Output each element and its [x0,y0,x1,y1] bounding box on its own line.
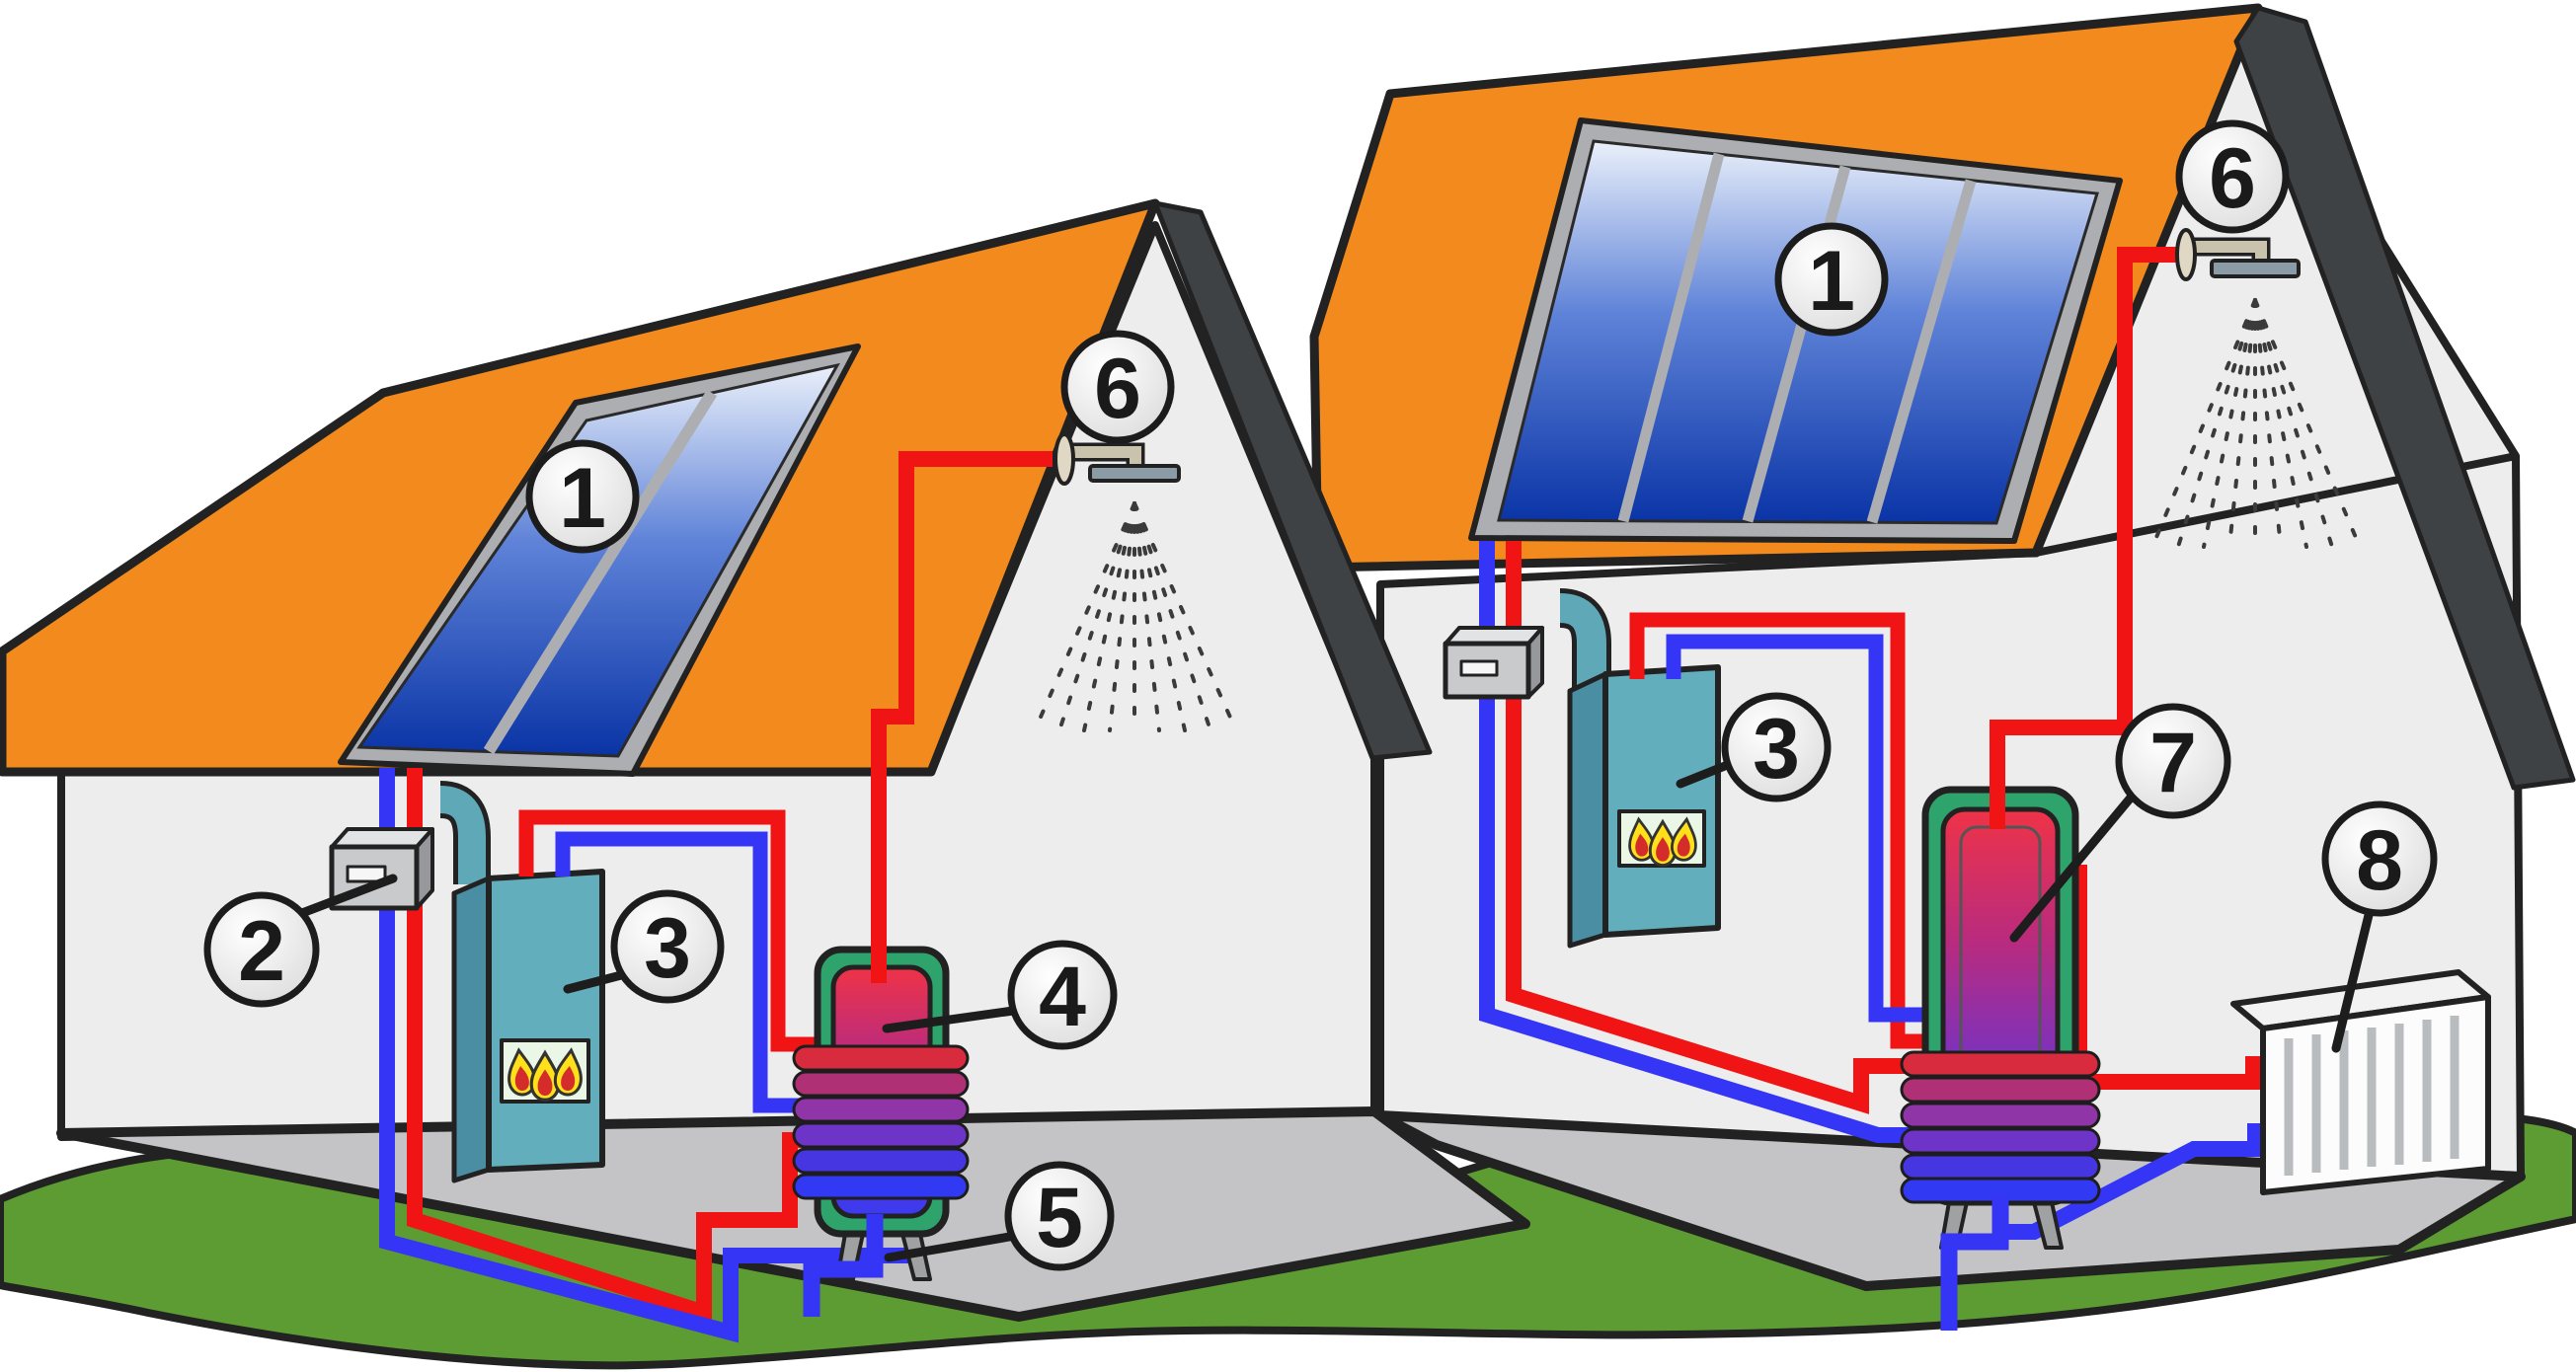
radiator-return-pipe [2006,1123,2263,1240]
callout-label: 6 [1094,342,1141,436]
callout-label: 4 [1039,950,1086,1044]
controller-display [1459,659,1499,677]
callout-label: 6 [2209,131,2256,226]
shower-pipe-connector [2175,228,2197,281]
tank-heat-coil [1900,1050,2101,1204]
right-solar-collector [1468,117,2123,544]
callout-label: 3 [644,901,691,996]
left-boiler-side [451,876,492,1183]
callout-left-boiler: 3 [563,889,725,1004]
right-combi-tank [1900,786,2101,1250]
callout-label: 3 [1753,702,1800,797]
callout-right-combi-tank: 7 [2009,703,2231,943]
right-house: 1 3 6 7 8 [1309,3,2576,1331]
right-panel-mullion [1617,152,1725,523]
callout-right-boiler: 3 [1676,692,1832,802]
left-boiler-hot-pipe [518,809,823,1052]
callout-left-pump-controller: 2 [203,874,398,1008]
callout-left-solar-collector: 1 [525,439,640,554]
left-house: 1 2 3 4 5 6 [0,198,1530,1343]
callout-label: 1 [1808,234,1855,329]
left-boiler-front [486,869,605,1173]
right-boiler-front [1602,664,1721,938]
callout-label: 8 [2356,813,2403,908]
right-cold-water-inlet-pipe [1940,1194,2009,1331]
callout-right-shower: 6 [2175,119,2290,234]
left-solar-hot-pipe [407,768,823,1324]
shower-head [2210,259,2301,278]
right-shower [2150,228,2362,549]
left-cold-water-inlet-pipe [803,1214,884,1317]
left-roof-edge-band [1152,200,1433,761]
right-roof-edge-band [2233,5,2576,791]
callout-label: 7 [2149,716,2197,810]
callout-left-hot-water-tank: 4 [882,940,1118,1050]
right-solar-cold-pipe [1479,541,1921,1143]
left-shower [1033,432,1238,732]
right-boiler-hot-pipe [1629,612,1923,1049]
left-panel-glass [356,362,840,758]
callout-right-solar-collector: 1 [1774,222,1889,337]
callout-label: 5 [1036,1171,1083,1265]
left-solar-collector [338,343,861,777]
right-pump-controller [1443,626,1544,700]
callout-left-shower: 6 [1060,330,1175,444]
left-shower-hot-pipe [871,451,1053,983]
left-boiler [438,781,605,1183]
left-boiler-return-pipe [555,831,823,1113]
shower-head [1088,464,1181,483]
callout-label: 1 [559,451,606,546]
right-solar-hot-pipe [1506,541,1921,1114]
left-panel-mullion [483,389,718,755]
right-panel-mullion [1866,179,1977,524]
shower-spray [1033,501,1238,732]
radiator-fins [2284,1016,2459,1176]
callout-label: 2 [238,904,285,999]
controller-display [346,865,387,883]
callout-right-radiator: 8 [2321,800,2438,1053]
right-shower-hot-pipe [1990,247,2180,829]
shower-spray [2150,298,2362,549]
radiator [2230,969,2491,1195]
right-boiler [1558,588,1721,949]
tank-heat-coil [792,1044,970,1200]
shower-pipe-connector [1054,432,1075,486]
right-boiler-return-pipe [1666,634,1923,1023]
right-boiler-side [1567,671,1608,949]
callout-left-cold-water-inlet: 5 [884,1161,1115,1271]
